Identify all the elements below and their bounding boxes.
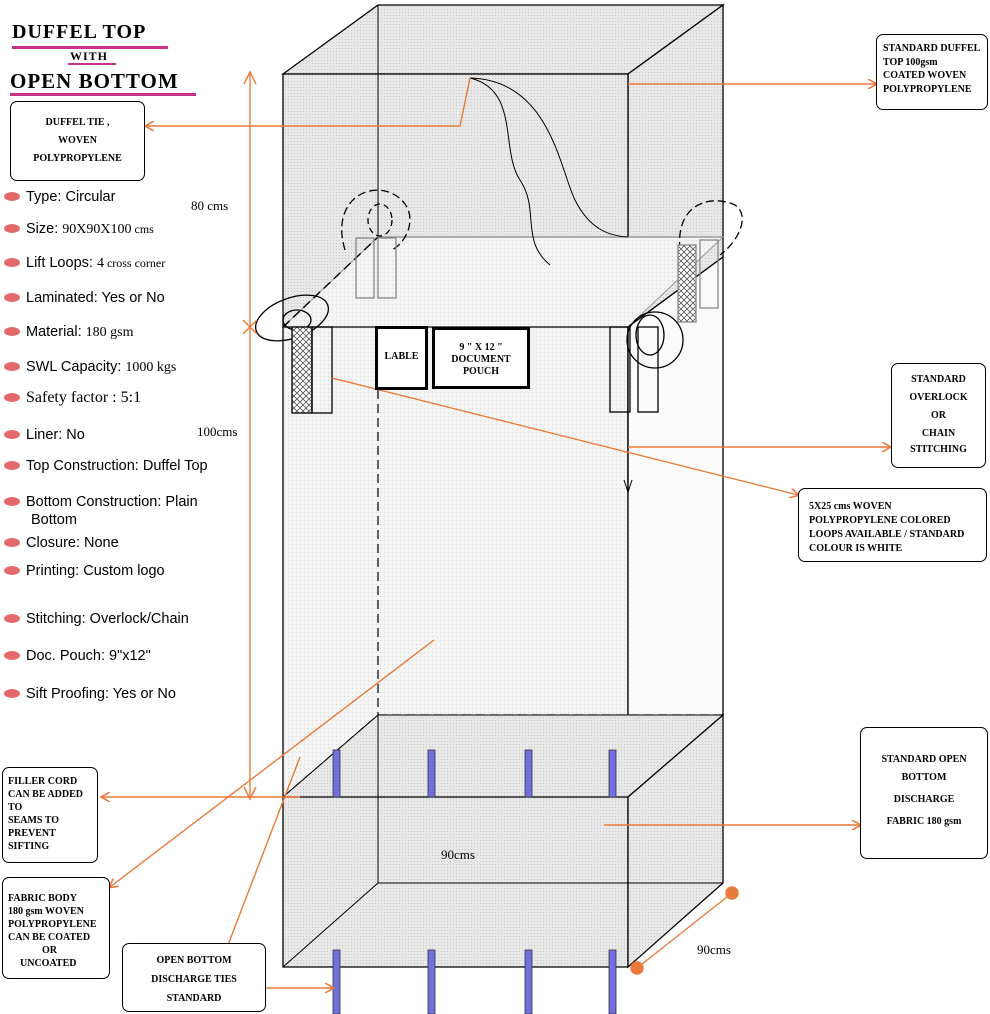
bullet-icon [4,223,20,233]
open-bottom [281,713,725,969]
callout-discharge-ties: OPEN BOTTOM DISCHARGE TIES STANDARD [122,943,266,1012]
label-patch: LABLE [375,326,428,390]
title-underline-3 [10,93,196,96]
callout-fabric-body: FABRIC BODY 180 gsm WOVEN POLYPROPYLENE … [2,877,110,979]
spec-closure: Closure: None [4,534,119,552]
discharge-ties [332,749,617,1014]
spec-top-construction: Top Construction: Duffel Top [4,457,208,475]
spec-stitching: Stitching: Overlock/Chain [4,610,189,628]
spec-printing: Printing: Custom logo [4,562,165,580]
callout-standard-duffel-top: STANDARD DUFFEL TOP 100gsm COATED WOVEN … [876,34,988,110]
dimension-lines [242,70,739,975]
title-underline-1 [12,46,168,49]
bullet-icon [4,613,20,623]
dimension-width-front: 90cms [441,847,475,862]
bullet-icon [4,650,20,660]
bullet-icon [4,191,20,201]
bullet-icon [4,496,20,506]
title-line-2: WITH [70,49,109,63]
bullet-icon [4,392,20,402]
callout-stitching: STANDARD OVERLOCK OR CHAIN STITCHING [891,363,986,468]
spec-swl-capacity: SWL Capacity: 1000 kgs [4,358,176,377]
bullet-icon [4,460,20,470]
duffel-top [280,3,726,329]
spec-laminated: Laminated: Yes or No [4,289,165,307]
lift-loops [254,189,743,414]
spec-size: Size: 90X90X100 cms [4,220,154,239]
callout-arrows [102,77,890,988]
bullet-icon [4,292,20,302]
bullet-icon [4,565,20,575]
spec-doc-pouch: Doc. Pouch: 9"x12" [4,647,151,665]
bullet-icon [4,429,20,439]
callout-open-bottom-discharge: STANDARD OPEN BOTTOM DISCHARGE FABRIC 18… [860,727,988,859]
bullet-icon [4,326,20,336]
callout-filler-cord: FILLER CORD CAN BE ADDED TO SEAMS TO PRE… [2,767,98,863]
spec-sift-proofing: Sift Proofing: Yes or No [4,685,176,703]
document-pouch: 9 " X 12 " DOCUMENT POUCH [432,327,530,389]
dimension-height-body: 100cms [197,424,238,439]
spec-material: Material: 180 gsm [4,323,133,342]
title-line-3: OPEN BOTTOM [10,69,179,93]
bullet-icon [4,537,20,547]
callout-loops: 5X25 cms WOVEN POLYPROPYLENE COLORED LOO… [798,488,987,562]
spec-type: Type: Circular [4,188,115,206]
title-underline-2 [68,63,116,65]
spec-liner: Liner: No [4,426,85,444]
bullet-icon [4,361,20,371]
bullet-icon [4,257,20,267]
bullet-icon [4,688,20,698]
callout-duffel-tie: DUFFEL TIE , WOVEN POLYPROPYLENE [10,101,145,181]
spec-safety-factor: Safety factor : 5:1 [4,389,141,407]
spec-lift-loops: Lift Loops: 4 cross corner [4,254,165,273]
title-line-1: DUFFEL TOP [12,21,147,43]
dimension-height-top: 80 cms [191,198,229,213]
dimension-depth: 90cms [697,942,731,957]
